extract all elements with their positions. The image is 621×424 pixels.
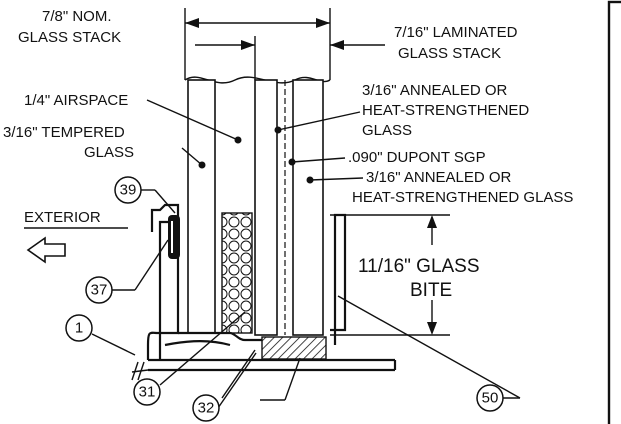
svg-text:31: 31 [139, 384, 156, 401]
setting-block [261, 336, 327, 360]
callout-50: 50 [476, 384, 504, 412]
label-annealed-a-1: 3/16" ANNEALED OR [362, 82, 508, 99]
label-exterior: EXTERIOR [24, 209, 101, 226]
exterior-arrow-icon [24, 227, 128, 264]
label-tempered-1: 3/16" TEMPERED [3, 124, 125, 141]
label-lam-stack-2: GLASS STACK [398, 45, 501, 62]
label-lam-stack-1: 7/16" LAMINATED [394, 24, 518, 41]
label-tempered-2: GLASS [84, 144, 134, 161]
glazing-gasket [168, 215, 180, 259]
leader-dots [198, 126, 314, 184]
glass-lites [187, 79, 324, 336]
label-annealed-b-2: HEAT-STRENGTHENED GLASS [352, 189, 573, 206]
callout-1: 1 [65, 314, 93, 342]
svg-text:50: 50 [482, 390, 499, 407]
svg-text:1: 1 [75, 320, 83, 337]
label-annealed-b-1: 3/16" ANNEALED OR [366, 169, 512, 186]
label-annealed-a-2: HEAT-STRENGTHENED [362, 102, 529, 119]
bite-dimension [330, 214, 450, 336]
callout-39: 39 [114, 176, 142, 204]
honeycomb-spacer [221, 212, 253, 334]
callout-37: 37 [85, 276, 113, 304]
label-airspace: 1/4" AIRSPACE [24, 92, 128, 109]
annealed-glass-lite-b [292, 79, 324, 336]
svg-text:37: 37 [91, 282, 108, 299]
tempered-glass-lite [187, 79, 216, 334]
frame-border [607, 0, 621, 424]
svg-text:39: 39 [120, 182, 137, 199]
label-annealed-a-3: GLASS [362, 122, 412, 139]
label-nom-stack-1: 7/8" NOM. [42, 8, 112, 25]
annealed-glass-lite-a [254, 79, 278, 336]
svg-text:32: 32 [198, 400, 215, 417]
dimension-lines [184, 8, 385, 80]
callout-31: 31 [133, 378, 161, 406]
label-nom-stack-2: GLASS STACK [18, 29, 121, 46]
leader-lines [91, 99, 521, 409]
label-bite-1: 11/16" GLASS [358, 256, 480, 277]
callout-32: 32 [192, 394, 220, 422]
label-bite-2: BITE [410, 280, 452, 301]
label-sgp: .090" DUPONT SGP [348, 149, 486, 166]
